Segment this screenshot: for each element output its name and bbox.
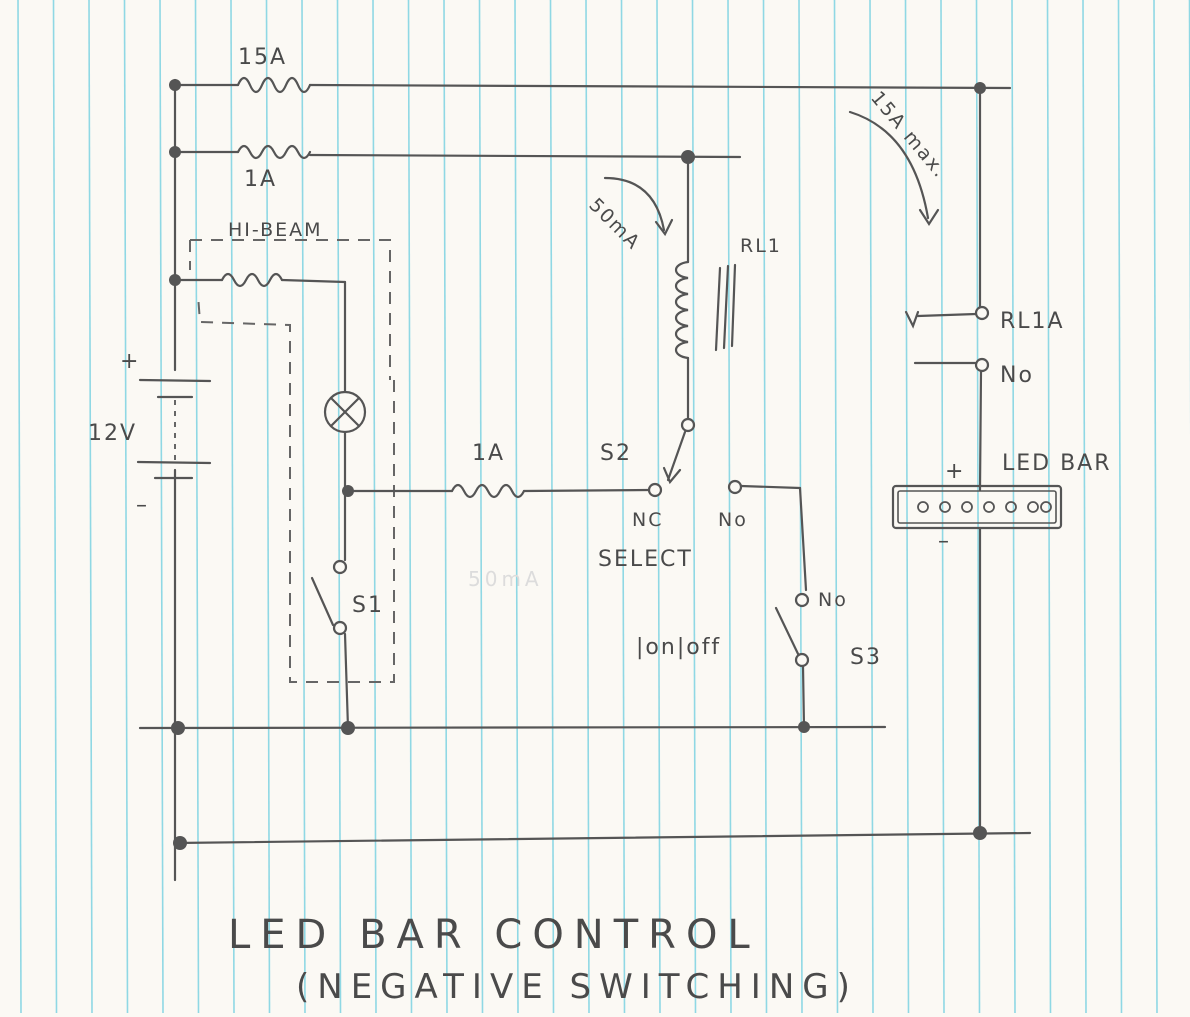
paper-rule-line bbox=[302, 0, 305, 1013]
battery-voltage-label: 12V bbox=[88, 421, 137, 446]
paper-rule-line bbox=[160, 0, 163, 1013]
battery-minus-label: – bbox=[136, 493, 149, 518]
paper-rule-line bbox=[1012, 0, 1015, 1013]
relay-contact-label: RL1A bbox=[1000, 309, 1065, 334]
s1-switch bbox=[312, 561, 348, 728]
diagram-title: LED BAR CONTROL bbox=[228, 912, 760, 958]
hi-beam-label: HI-BEAM bbox=[228, 219, 323, 241]
paper-rule-line bbox=[551, 0, 554, 1013]
lamp-icon bbox=[325, 392, 365, 432]
coil-current-label: 50mA bbox=[584, 194, 645, 255]
relay-no-label: No bbox=[1000, 363, 1034, 388]
paper-rule-line bbox=[18, 0, 21, 1013]
fuse-1a-coil-line bbox=[175, 146, 740, 158]
paper-rule-line bbox=[515, 0, 518, 1013]
s3-no-label: No bbox=[818, 589, 848, 611]
bus-node-hibeam bbox=[169, 274, 181, 286]
bus-node-1a bbox=[169, 146, 181, 158]
paper-rule-line bbox=[480, 0, 483, 1013]
paper-rule-line bbox=[373, 0, 376, 1013]
fuse-15a-label: 15A bbox=[238, 45, 287, 70]
bottom-return-line bbox=[175, 833, 1030, 843]
paper-rule-line bbox=[1154, 0, 1157, 1013]
paper-rule-line bbox=[409, 0, 412, 1013]
ground-node-left bbox=[171, 721, 185, 735]
paper-rule-line bbox=[89, 0, 92, 1013]
s2-label: S2 bbox=[600, 441, 632, 466]
led-plus-label: + bbox=[945, 459, 965, 484]
paper-rule-line bbox=[125, 0, 128, 1013]
ground-node-s1 bbox=[341, 721, 355, 735]
paper-rule-line bbox=[657, 0, 660, 1013]
relay-coil-label: RL1 bbox=[740, 235, 782, 257]
s2-no-label: No bbox=[718, 509, 748, 531]
paper-rule-line bbox=[1083, 0, 1086, 1013]
paper-rule-line bbox=[693, 0, 696, 1013]
paper-rule-line bbox=[1048, 0, 1051, 1013]
paper-rule-line bbox=[586, 0, 589, 1013]
on-off-label: |on|off bbox=[636, 635, 721, 660]
paper-rule-line bbox=[941, 0, 944, 1013]
paper-rule-line bbox=[906, 0, 909, 1013]
s2-nc-label: NC bbox=[632, 509, 663, 531]
ground-line bbox=[140, 727, 885, 728]
faint-note: 50mA bbox=[468, 567, 543, 591]
hi-beam-circuit bbox=[175, 274, 345, 560]
paper-rule-line bbox=[444, 0, 447, 1013]
fuse-1a-top-label: 1A bbox=[244, 167, 277, 192]
s3-label: S3 bbox=[850, 645, 882, 670]
select-label: SELECT bbox=[598, 547, 693, 572]
max-current-label: 15A max. bbox=[866, 87, 951, 183]
led-minus-label: – bbox=[938, 529, 951, 554]
battery-plus-label: + bbox=[120, 349, 140, 374]
paper-rule-line bbox=[835, 0, 838, 1013]
fuse-1a-mid-label: 1A bbox=[472, 441, 505, 466]
paper-rule-line bbox=[54, 0, 57, 1013]
battery-icon bbox=[138, 380, 210, 478]
paper-rule-line bbox=[764, 0, 767, 1013]
led-bar-icon bbox=[893, 486, 1061, 833]
paper-rule-line bbox=[1119, 0, 1122, 1013]
bottom-node-left bbox=[173, 836, 187, 850]
led-bar-label: LED BAR bbox=[1002, 451, 1112, 476]
ground-node-s3 bbox=[798, 721, 810, 733]
relay-coil-icon bbox=[676, 157, 735, 418]
diagram-subtitle: (NEGATIVE SWITCHING) bbox=[296, 967, 858, 1007]
s1-label: S1 bbox=[352, 593, 384, 618]
paper-rule-line bbox=[728, 0, 731, 1013]
paper-rule-line bbox=[622, 0, 625, 1013]
paper-rule-line bbox=[870, 0, 873, 1013]
s3-on-off-switch bbox=[776, 594, 808, 728]
paper-rule-line bbox=[267, 0, 270, 1013]
bus-node-top bbox=[169, 79, 181, 91]
paper-rule-line bbox=[338, 0, 341, 1013]
